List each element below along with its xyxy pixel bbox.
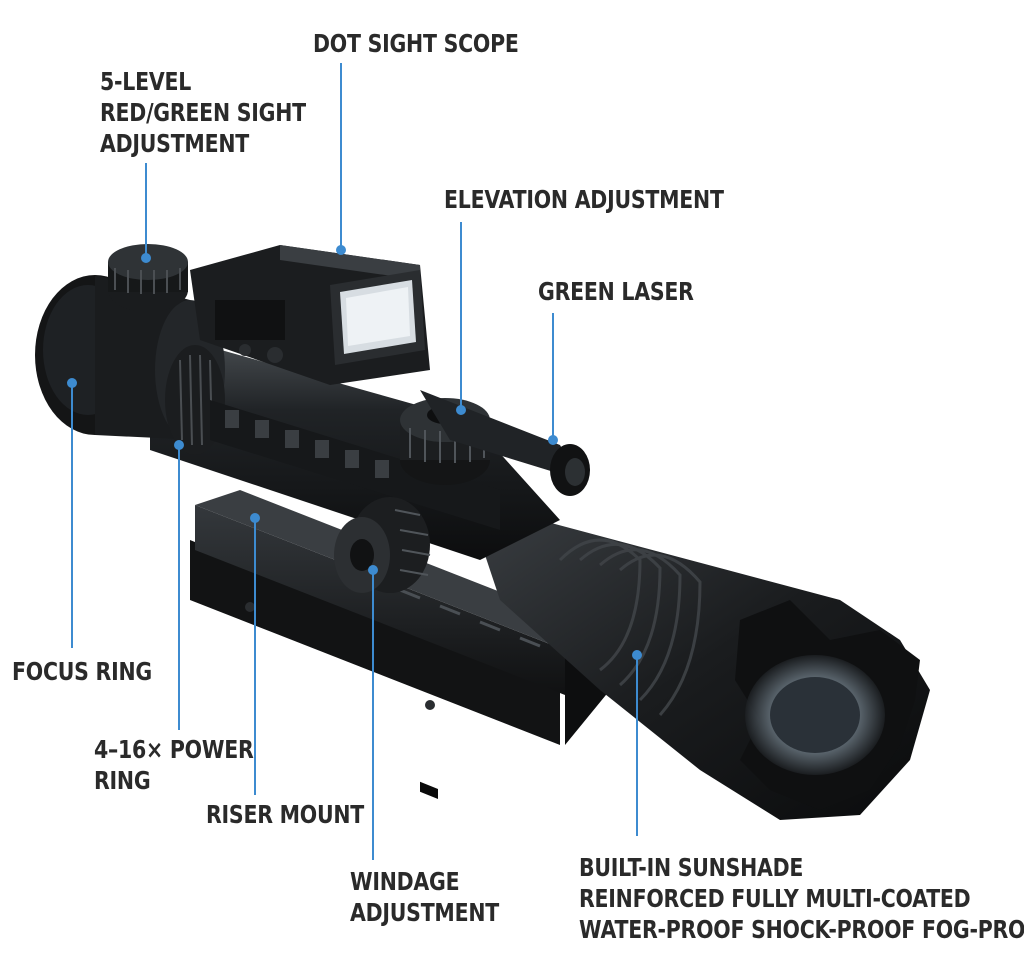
label-line: FOCUS RING xyxy=(12,657,152,686)
label-elevation-adjustment: ELEVATION ADJUSTMENT xyxy=(444,184,724,215)
label-sight-adjustment: 5-LEVEL RED/GREEN SIGHT ADJUSTMENT xyxy=(100,66,306,159)
label-line: 4–16× POWER xyxy=(94,735,254,764)
label-power-ring: 4–16× POWER RING xyxy=(94,734,254,796)
label-line: REINFORCED FULLY MULTI-COATED xyxy=(579,884,971,913)
label-windage-adjustment: WINDAGE ADJUSTMENT xyxy=(350,866,499,928)
label-line: ELEVATION ADJUSTMENT xyxy=(444,185,724,214)
objective-bell xyxy=(470,510,930,820)
label-line: RING xyxy=(94,766,151,795)
label-line: 5-LEVEL xyxy=(100,67,192,96)
dot-sight xyxy=(190,245,430,385)
label-sunshade: BUILT-IN SUNSHADE REINFORCED FULLY MULTI… xyxy=(579,852,1024,945)
label-line: BUILT-IN SUNSHADE xyxy=(579,853,804,882)
label-line: RED/GREEN SIGHT xyxy=(100,98,306,127)
label-line: DOT SIGHT SCOPE xyxy=(313,29,519,58)
label-line: WINDAGE xyxy=(350,867,460,896)
label-line: GREEN LASER xyxy=(538,277,694,306)
label-line: RISER MOUNT xyxy=(206,800,365,829)
label-line: WATER-PROOF SHOCK-PROOF FOG-PROOF xyxy=(579,915,1024,944)
label-riser-mount: RISER MOUNT xyxy=(206,799,364,830)
leader-lines xyxy=(67,63,642,860)
label-line: ADJUSTMENT xyxy=(100,129,249,158)
label-dot-sight-scope: DOT SIGHT SCOPE xyxy=(313,28,519,59)
label-line: ADJUSTMENT xyxy=(350,898,499,927)
tube-rail xyxy=(210,400,500,530)
label-green-laser: GREEN LASER xyxy=(538,276,694,307)
label-focus-ring: FOCUS RING xyxy=(12,656,152,687)
